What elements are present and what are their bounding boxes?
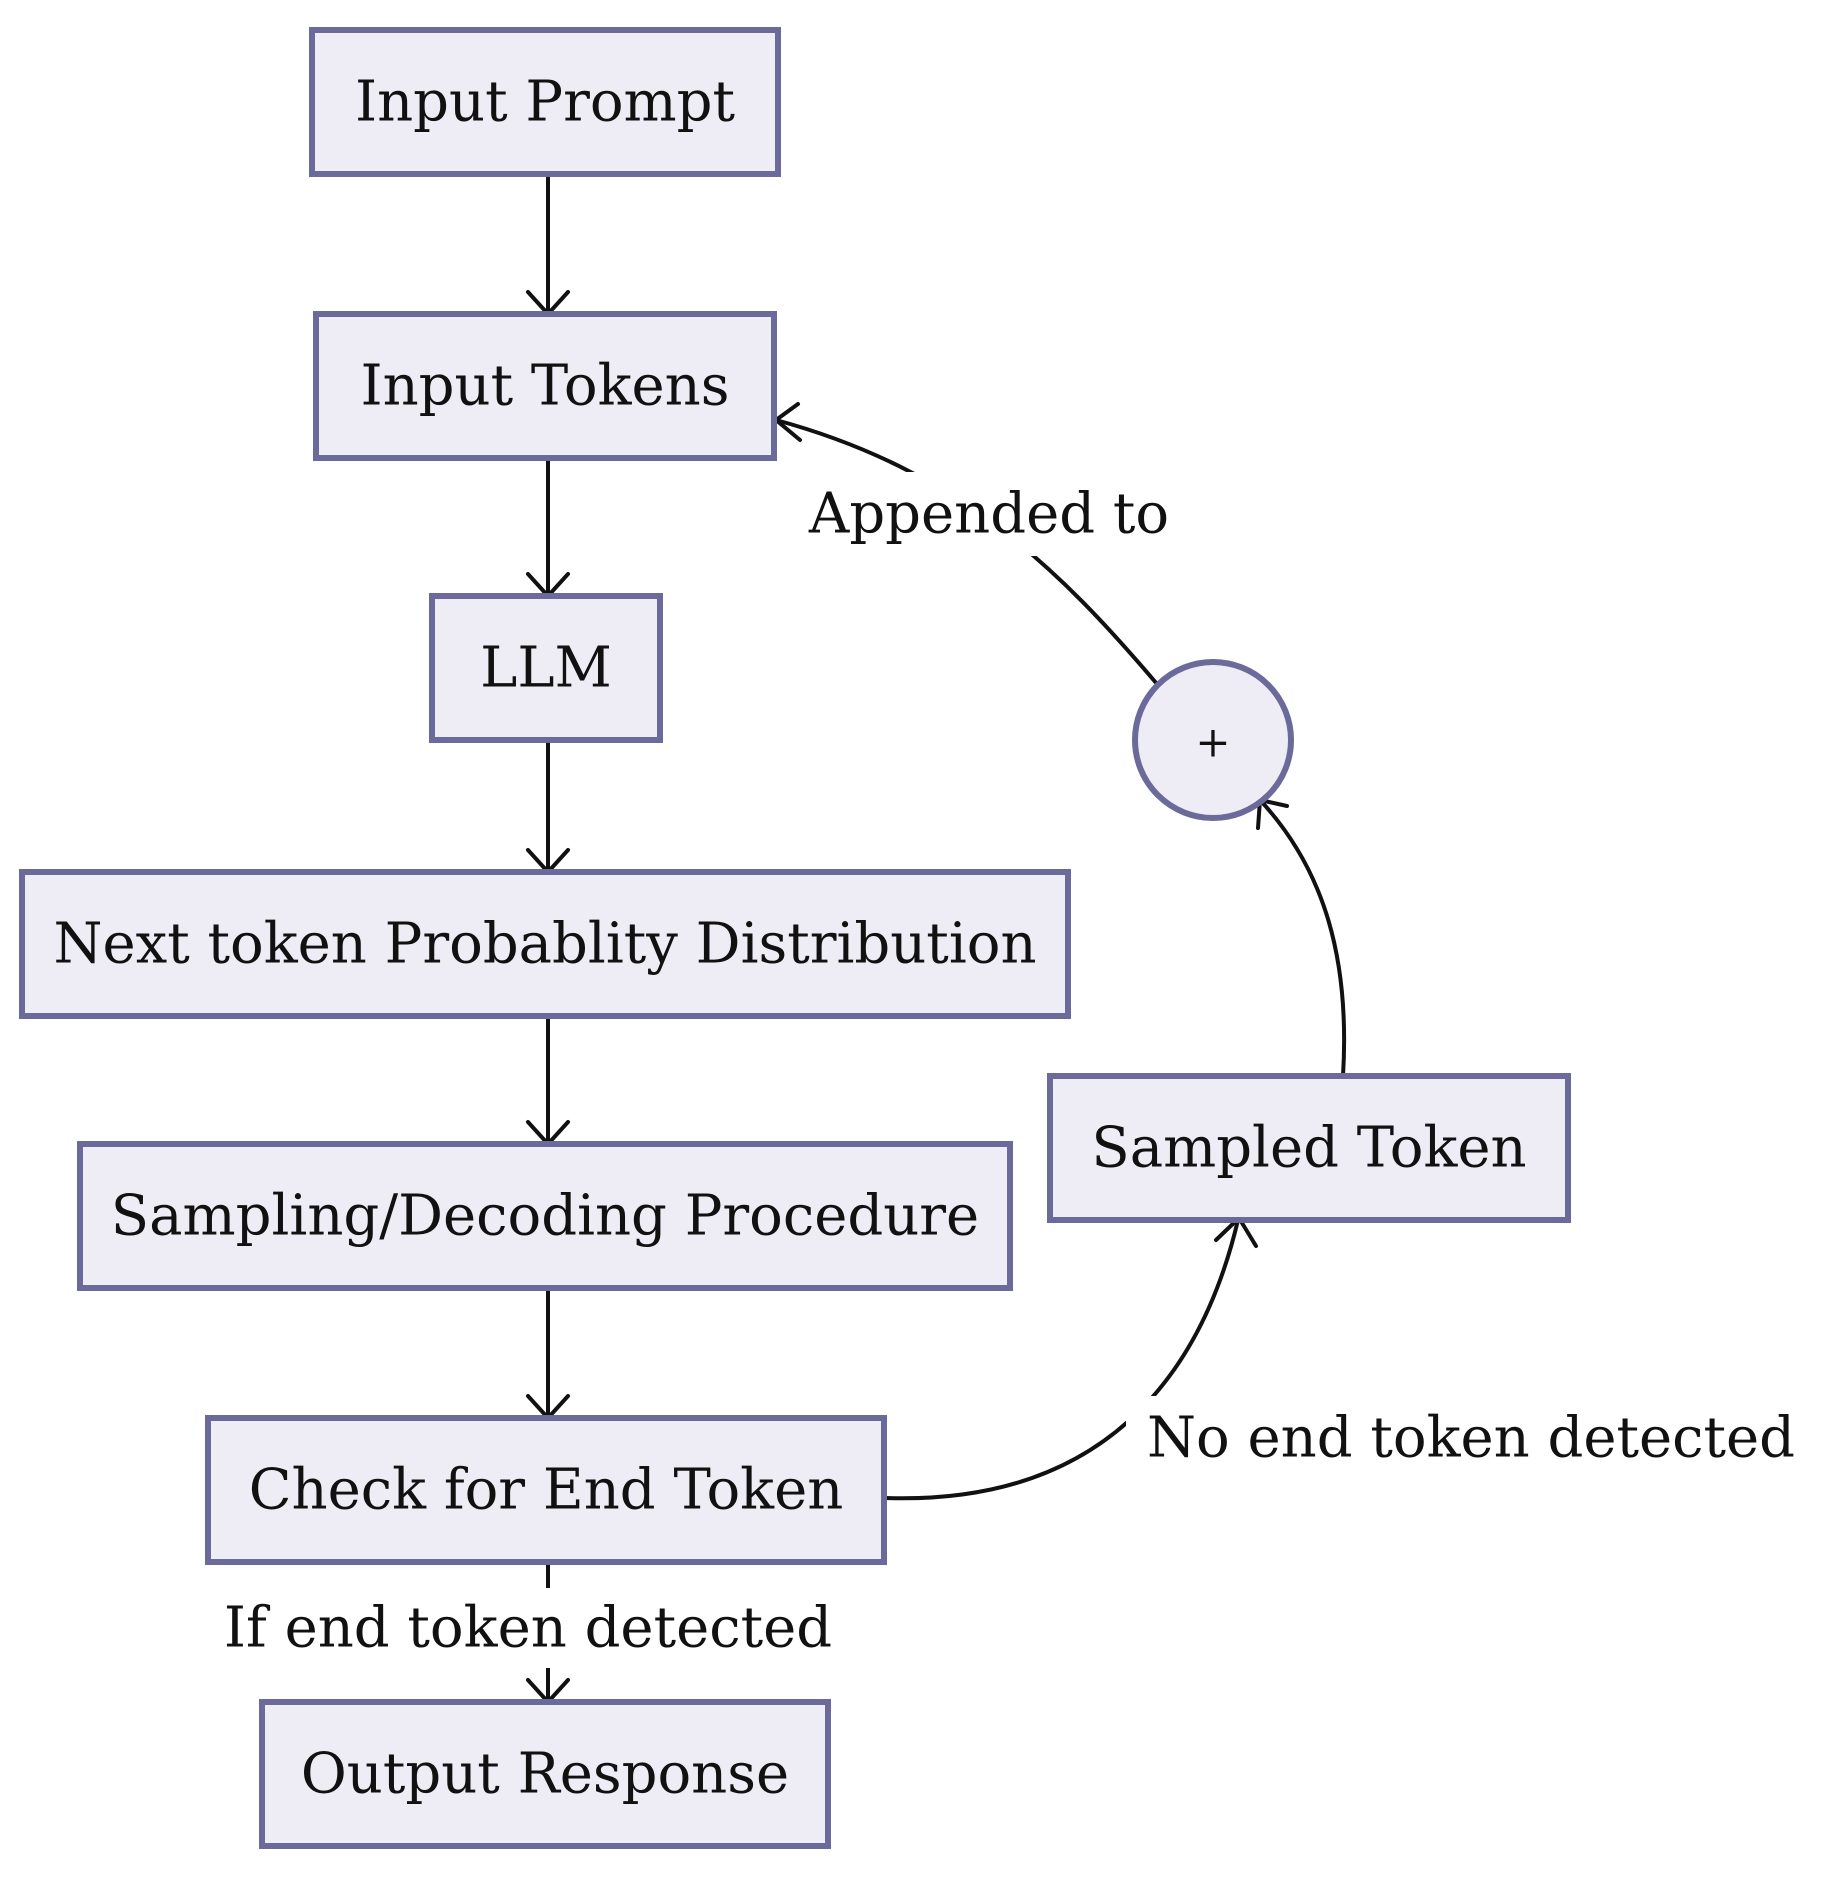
svg-text:Appended to: Appended to [808,482,1169,547]
plus-icon: + [1195,718,1230,767]
edge-prompt-to-tokens [526,174,570,316]
node-input-prompt: Input Prompt [309,27,781,177]
svg-text:Input Tokens: Input Tokens [360,354,729,419]
svg-text:Input Prompt: Input Prompt [355,70,736,135]
svg-text:Sampling/Decoding Procedure: Sampling/Decoding Procedure [111,1184,979,1249]
node-sampled-token: Sampled Token [1047,1073,1571,1223]
svg-text:No end token detected: No end token detected [1147,1406,1795,1471]
node-llm: LLM [429,593,663,743]
edge-tokens-to-llm [526,458,570,598]
svg-text:Next token Probablity Distribu: Next token Probablity Distribution [53,912,1036,977]
node-next-token-distribution: Next token Probablity Distribution [19,869,1071,1019]
svg-text:LLM: LLM [480,636,612,701]
node-input-tokens: Input Tokens [313,311,777,461]
edge-label-no-end-token: No end token detected [1126,1396,1816,1480]
edge-label-end-token-detected: If end token detected [212,1588,844,1668]
svg-text:Output Response: Output Response [301,1742,789,1807]
svg-text:Check for End Token: Check for End Token [249,1458,844,1523]
edge-label-appended-to: Appended to [796,472,1182,556]
node-output-response: Output Response [259,1699,831,1849]
svg-text:If end token detected: If end token detected [224,1596,832,1661]
edge-distribution-to-sampling [526,1016,570,1146]
edge-llm-to-distribution [526,740,570,874]
node-sampling-procedure: Sampling/Decoding Procedure [77,1141,1013,1291]
svg-text:Sampled Token: Sampled Token [1091,1116,1526,1181]
edge-sampling-to-check [526,1288,570,1420]
edge-sampled-token-to-plus [1256,798,1347,1077]
node-check-end-token: Check for End Token [205,1415,887,1565]
node-append-operator: + [1132,659,1294,821]
